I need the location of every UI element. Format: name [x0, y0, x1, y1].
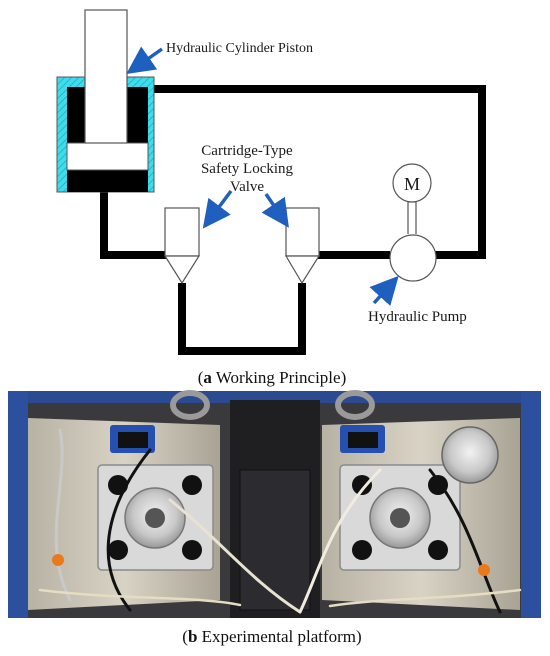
- eye-bolt-left-icon: [170, 390, 210, 420]
- arrow-to-pump: [369, 275, 399, 306]
- arrow-to-right-valve: [261, 193, 289, 228]
- caption-b: (b Experimental platform): [182, 627, 361, 646]
- hydraulic-hoses: [38, 428, 522, 614]
- arrow-to-left-valve: [202, 189, 233, 229]
- motor-symbol: [392, 163, 432, 203]
- valve-label-line3: Valve: [230, 179, 264, 195]
- piston-label: Hydraulic Cylinder Piston: [166, 41, 313, 56]
- pump-label: Hydraulic Pump: [368, 309, 467, 325]
- fitting-left: [52, 554, 64, 566]
- caption-a: (a Working Principle): [198, 368, 346, 387]
- motor-pump-group: M: [389, 163, 437, 282]
- cartridge-valve-right: [284, 207, 321, 285]
- safety-valve-block-left: [97, 425, 214, 571]
- valve-label-line1: Cartridge-Type: [201, 143, 293, 159]
- eye-bolt-right-icon: [335, 390, 375, 420]
- experimental-platform-photo: [8, 390, 541, 618]
- arrow-to-piston: [126, 46, 164, 75]
- caption-a-letter: a: [203, 368, 212, 387]
- pump-symbol: [389, 234, 437, 282]
- caption-b-letter: b: [188, 627, 197, 646]
- motor-label: M: [404, 174, 420, 194]
- valve-label-line2: Safety Locking: [201, 161, 294, 177]
- caption-b-text: Experimental platform: [197, 627, 356, 646]
- safety-valve-block-right: [339, 425, 461, 571]
- caption-a-text: Working Principle: [212, 368, 341, 387]
- fitting-right: [478, 564, 490, 576]
- hydraulic-circuit-lines: [100, 85, 486, 355]
- flange-disk: [441, 426, 499, 484]
- working-principle-diagram: M Hydraulic Cylinder Piston Cartridge-Ty…: [56, 9, 486, 355]
- cartridge-valve-left: [163, 207, 201, 285]
- pointer-arrows: [126, 46, 399, 306]
- piston-rod: [84, 9, 128, 144]
